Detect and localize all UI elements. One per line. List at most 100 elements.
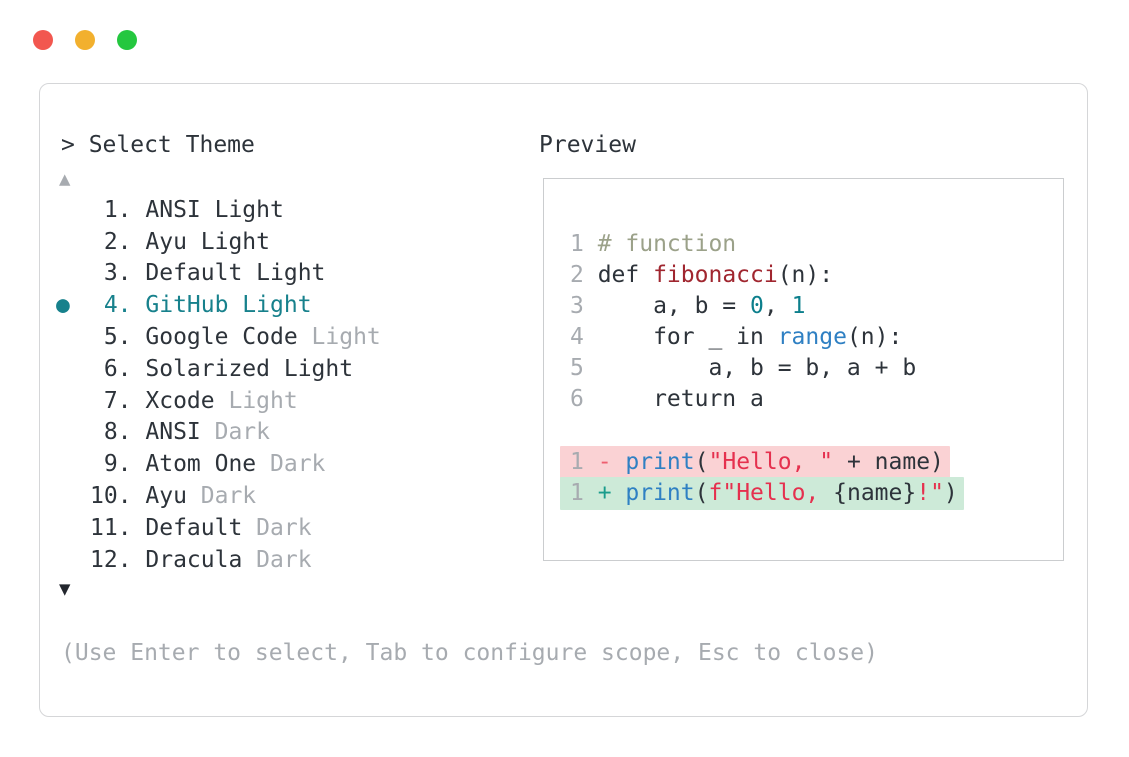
theme-list-item[interactable]: 11. Default Dark — [56, 512, 381, 544]
code-token-blue: print — [625, 449, 695, 475]
code-token-plain: , — [763, 293, 792, 319]
code-line — [570, 415, 1063, 446]
diff-highlight-removed: 1- print("Hello, " + name) — [560, 446, 950, 479]
zoom-button-icon[interactable] — [117, 30, 137, 50]
item-name: ANSI Light — [145, 196, 284, 223]
code-token-plain: a, b = — [597, 293, 751, 319]
diff-line-removed: 1- print("Hello, " + name) — [560, 446, 1063, 479]
code-token-plain: def — [597, 262, 654, 288]
code-token-plus: + — [597, 480, 626, 506]
code-token-plain: ( — [694, 449, 709, 475]
diff-highlight-added: 1 + print(f"Hello, {name}!") — [560, 477, 964, 510]
code-token-string: !" — [916, 480, 944, 506]
item-name: Default — [145, 514, 243, 541]
item-name: Atom One — [145, 451, 257, 478]
theme-list-item[interactable]: 10. Ayu Dark — [56, 480, 381, 512]
code-token-plain: {name} — [833, 480, 917, 506]
theme-list-item[interactable]: 6. Solarized Light — [56, 353, 381, 385]
code-line: 2 def fibonacci(n): — [570, 260, 1063, 291]
theme-list-item[interactable]: 5. Google Code Light — [56, 321, 381, 353]
item-name: ANSI — [145, 419, 201, 446]
line-number: 3 — [570, 293, 584, 319]
close-button-icon[interactable] — [33, 30, 53, 50]
item-variant: Dark — [270, 451, 326, 478]
item-number: 10. — [90, 483, 132, 510]
theme-list-item[interactable]: 7. Xcode Light — [56, 385, 381, 417]
theme-list-item[interactable]: 1. ANSI Light — [56, 194, 381, 226]
item-number: 5. — [103, 324, 132, 351]
line-number: 1 — [570, 480, 584, 506]
item-name: Ayu — [145, 483, 187, 510]
code-token-plain: ) — [943, 480, 958, 506]
item-number: 12. — [90, 546, 132, 573]
item-name: Ayu Light — [145, 228, 270, 255]
code-token-blue: print — [625, 480, 695, 506]
item-number: 2. — [103, 228, 132, 255]
code-line: 1 # function — [570, 229, 1063, 260]
code-token-plain: return a — [597, 386, 764, 412]
code-token-num: 0 — [750, 293, 764, 319]
item-name: Default Light — [145, 260, 326, 287]
item-name: Google Code — [145, 324, 298, 351]
item-number: 6. — [103, 355, 132, 382]
theme-list: 1. ANSI Light 2. Ayu Light 3. Default Light ● 4… — [56, 194, 381, 576]
code-token-plain: (n): — [846, 324, 903, 350]
selected-bullet-icon: ● — [56, 292, 70, 319]
help-text: (Use Enter to select, Tab to configure s… — [61, 640, 878, 666]
code-token-func: fibonacci — [653, 262, 778, 288]
code-line: 4 for _ in range(n): — [570, 322, 1063, 353]
item-variant: Light — [228, 387, 298, 414]
scroll-up-icon[interactable]: ▲ — [59, 168, 71, 190]
line-number: 1 — [570, 449, 584, 475]
scroll-down-icon[interactable]: ▼ — [59, 578, 71, 600]
item-name: Xcode — [145, 387, 215, 414]
item-number: 1. — [103, 196, 132, 223]
code-line: 5 a, b = b, a + b — [570, 353, 1063, 384]
window-controls — [33, 30, 137, 50]
theme-picker-dialog: > Select Theme ▲ 1. ANSI Light 2. Ayu Light… — [39, 83, 1088, 717]
code-token-plain: (n): — [777, 262, 834, 288]
minimize-button-icon[interactable] — [75, 30, 95, 50]
theme-list-item[interactable]: 3. Default Light — [56, 258, 381, 290]
item-variant: Light — [311, 324, 381, 351]
item-number: 4. — [103, 292, 132, 319]
theme-list-item[interactable]: 12. Dracula Dark — [56, 544, 381, 576]
line-number: 4 — [570, 324, 584, 350]
code-token-plain: ( — [694, 480, 709, 506]
item-number: 8. — [103, 419, 132, 446]
item-name: GitHub Light — [145, 292, 312, 319]
line-number: 1 — [570, 231, 584, 257]
theme-list-item[interactable]: 8. ANSI Dark — [56, 417, 381, 449]
code-token-minus: - — [597, 449, 626, 475]
theme-list-item[interactable]: ● 4. GitHub Light — [56, 289, 381, 321]
code-token-num: 1 — [791, 293, 806, 319]
item-variant: Dark — [256, 514, 312, 541]
code-token-plain: a, b = b, a + b — [597, 355, 917, 381]
line-number: 5 — [570, 355, 584, 381]
code-token-plain: for _ in — [597, 324, 778, 350]
code-token-string: "Hello, " — [708, 449, 834, 475]
line-number: 6 — [570, 386, 584, 412]
item-number: 11. — [90, 514, 132, 541]
code-line: 3 a, b = 0, 1 — [570, 291, 1063, 322]
code-line: 6 return a — [570, 384, 1063, 415]
item-variant: Dark — [256, 546, 312, 573]
item-number: 9. — [103, 451, 132, 478]
code-token-plain: + name) — [833, 449, 944, 475]
diff-line-added: 1 + print(f"Hello, {name}!") — [560, 477, 1063, 510]
preview-label: Preview — [539, 132, 636, 158]
line-number: 2 — [570, 262, 584, 288]
item-variant: Dark — [214, 419, 270, 446]
item-variant: Dark — [200, 483, 257, 510]
prompt-text: > Select Theme — [61, 132, 255, 158]
item-number: 3. — [103, 260, 132, 287]
code-token-comment: # function — [597, 231, 737, 257]
theme-list-item[interactable]: 9. Atom One Dark — [56, 448, 381, 480]
code-token-blue: range — [777, 324, 847, 350]
item-name: Dracula — [145, 546, 243, 573]
item-name: Solarized Light — [145, 355, 354, 382]
item-number: 7. — [103, 387, 132, 414]
theme-list-item[interactable]: 2. Ayu Light — [56, 226, 381, 258]
code-token-string: f"Hello, — [708, 480, 834, 506]
